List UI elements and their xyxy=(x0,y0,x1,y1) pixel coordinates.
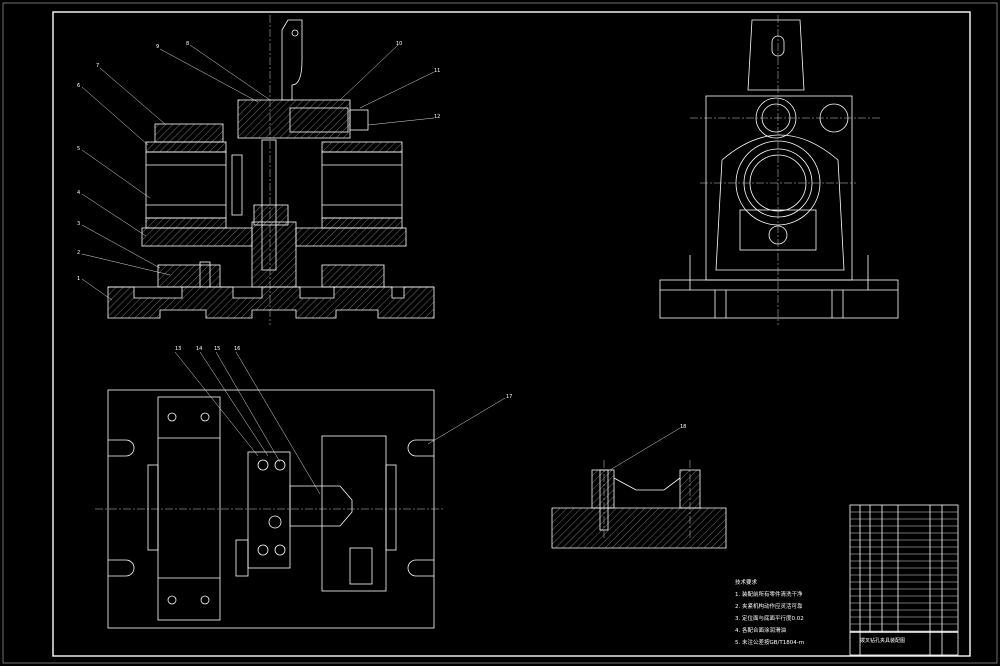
notes-item-3: 3. 定位面与底面平行度0.02 xyxy=(735,614,804,622)
notes-heading: 技术要求 xyxy=(735,578,758,586)
balloon-2: 2 xyxy=(77,250,80,256)
notes-item-2: 2. 夹紧机构动作应灵活可靠 xyxy=(735,602,803,610)
inner-frame xyxy=(52,11,971,657)
balloon-9: 9 xyxy=(156,44,159,50)
balloon-13: 13 xyxy=(175,346,181,352)
technical-notes: 技术要求 1. 装配前所有零件清洗干净 2. 夹紧机构动作应灵活可靠 3. 定位… xyxy=(735,578,804,646)
balloon-12: 12 xyxy=(434,114,440,120)
title-block-title: 拨叉钻孔夹具装配图 xyxy=(860,637,905,644)
front-section-view: 7 6 5 4 3 2 1 9 8 10 11 12 xyxy=(77,15,440,325)
balloon-16: 16 xyxy=(234,346,240,352)
notes-item-1: 1. 装配前所有零件清洗干净 xyxy=(735,590,803,598)
balloon-10: 10 xyxy=(396,41,402,47)
balloon-8: 8 xyxy=(186,41,189,47)
notes-item-4: 4. 各配合面涂润滑油 xyxy=(735,626,786,634)
balloon-11: 11 xyxy=(434,68,440,74)
parts-list: 拨叉钻孔夹具装配图 xyxy=(849,504,959,656)
balloon-6: 6 xyxy=(77,83,80,89)
balloon-18: 18 xyxy=(680,424,686,430)
balloon-1: 1 xyxy=(77,276,80,282)
balloon-3: 3 xyxy=(77,221,80,227)
balloon-7: 7 xyxy=(96,63,99,69)
balloon-15: 15 xyxy=(214,346,220,352)
side-view xyxy=(659,15,899,325)
notes-item-5: 5. 未注公差按GB/T1804-m xyxy=(735,638,804,646)
balloon-5: 5 xyxy=(77,146,80,152)
balloon-4: 4 xyxy=(77,190,80,196)
balloon-14: 14 xyxy=(196,346,202,352)
balloon-17: 17 xyxy=(506,394,512,400)
top-view: 13 14 15 16 17 xyxy=(95,346,512,629)
detail-view: 18 xyxy=(551,424,727,549)
